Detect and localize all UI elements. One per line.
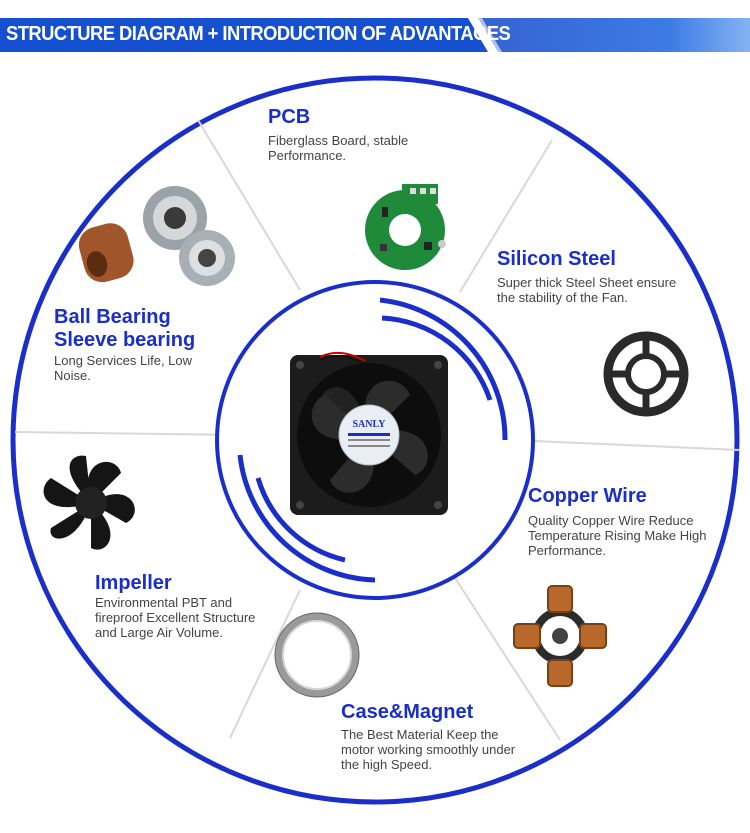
inner-arc-upper [379,297,508,441]
section-dividers [14,119,741,741]
pcb-image [365,184,446,270]
fan-image: SANLY [290,351,448,515]
header-banner [0,18,750,52]
impeller-desc: Environmental PBT and fireproof Excellen… [95,595,256,640]
copper-wire-desc: Quality Copper Wire Reduce Temperature R… [528,513,707,558]
impeller-title: Impeller [95,572,172,594]
case-magnet-image [274,612,360,698]
page-title: STRUCTURE DIAGRAM + INTRODUCTION OF ADVA… [6,23,511,45]
silicon-steel-title: Silicon Steel [497,248,616,270]
pcb-desc: Fiberglass Board, stable Performance. [268,133,409,163]
fan-brand-label: SANLY [353,419,387,430]
inner-arc-lower-2 [255,477,346,563]
impeller-image [43,455,135,550]
case-magnet-desc: The Best Material Keep the motor working… [341,727,516,772]
silicon-steel-desc: Super thick Steel Sheet ensure the stabi… [497,275,677,305]
silicon-steel-image [603,331,689,417]
copper-wire-image [513,585,607,687]
bearing-image [78,186,235,286]
bearing-desc: Long Services Life, Low Noise. [54,353,193,383]
copper-wire-title: Copper Wire [528,485,647,507]
outer-ring [10,75,740,805]
case-magnet-title: Case&Magnet [341,701,474,723]
pcb-title: PCB [268,106,311,128]
inner-arc-lower [237,454,376,583]
inner-arc-upper-2 [381,315,493,401]
